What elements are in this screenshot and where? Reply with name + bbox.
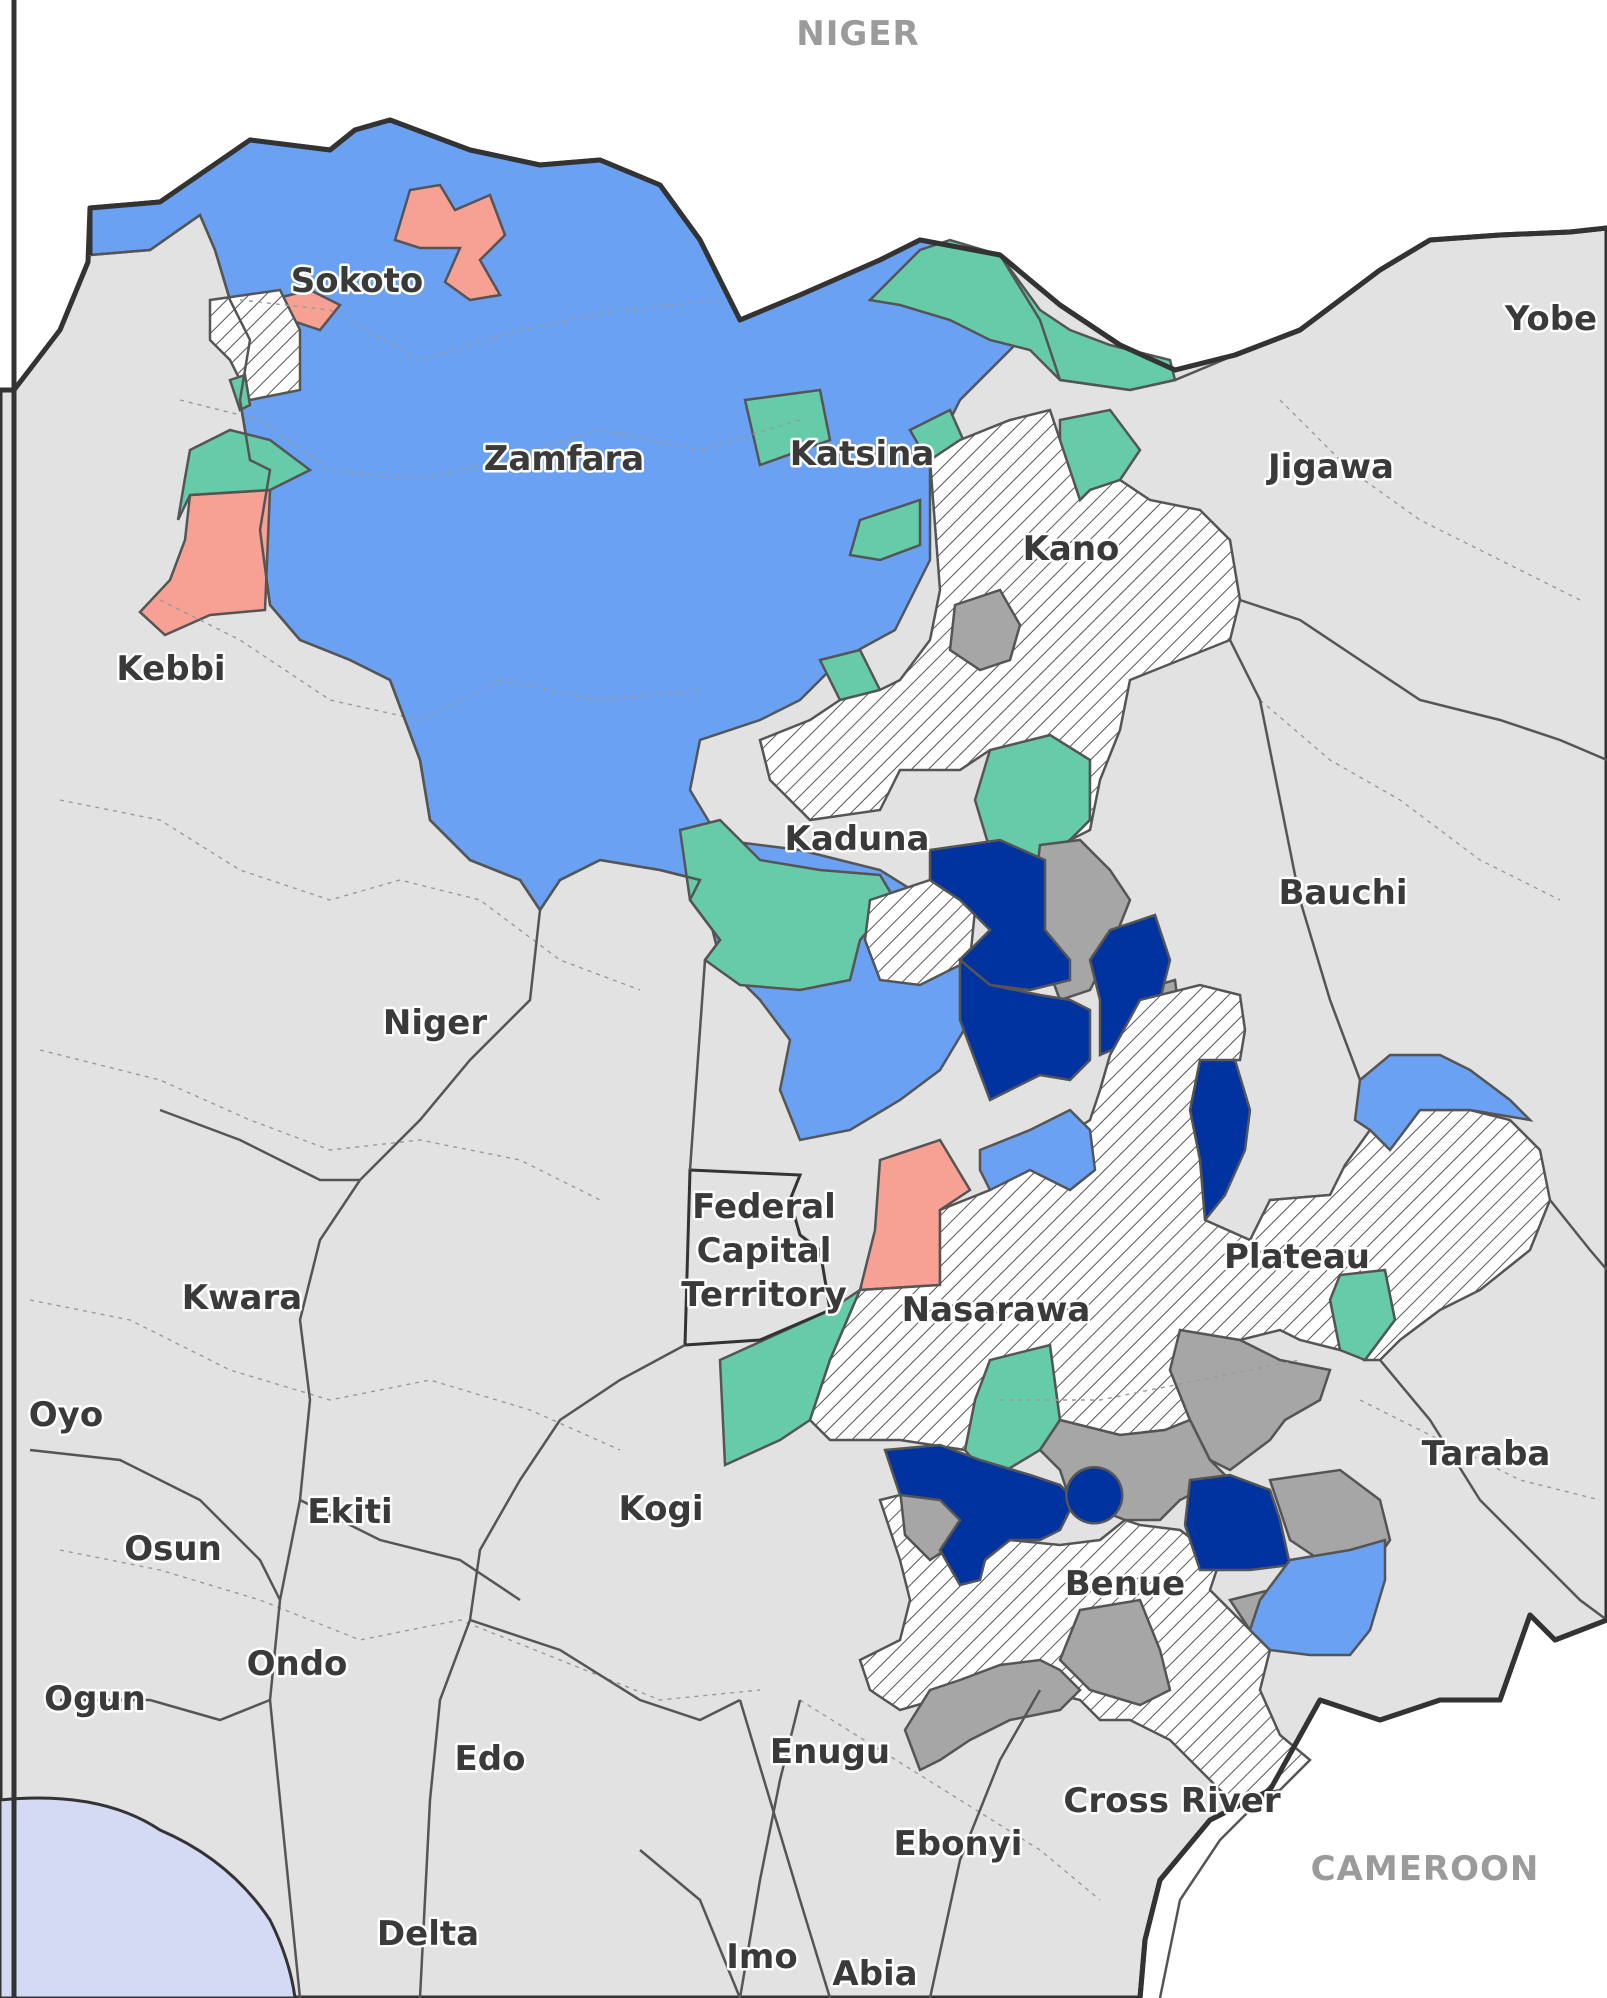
- state-label-plateau: Plateau: [1224, 1237, 1370, 1277]
- border-niger: [87, 117, 1607, 373]
- lga-boundaries: [29, 299, 1601, 1901]
- state-label-kwara: Kwara: [182, 1278, 302, 1318]
- region-hatched-sokoto: [208, 288, 302, 402]
- region-gray-benue-mid: [1058, 1598, 1172, 1707]
- region-light-blue-plateau: [1353, 1053, 1534, 1152]
- state-label-kaduna: Kaduna: [785, 819, 930, 859]
- region-gray-benue-south: [903, 1658, 1082, 1772]
- region-green-katsina-mid: [743, 388, 832, 467]
- region-salmon-kebbi: [138, 488, 272, 637]
- water-gulf: [0, 1796, 297, 1998]
- state-label-bauchi: Bauchi: [1278, 873, 1407, 913]
- state-label-ondo: Ondo: [247, 1644, 348, 1684]
- state-label-delta: Delta: [377, 1914, 479, 1954]
- region-gray-nasarawa: [1168, 1328, 1332, 1472]
- state-label-kano: Kano: [1023, 529, 1120, 569]
- region-dark-blue-benue-west: [883, 1443, 1077, 1587]
- region-gray-kano: [948, 588, 1022, 672]
- region-fct: [683, 1168, 832, 1347]
- state-label-cross-river: Cross River: [1063, 1781, 1280, 1821]
- state-label-osun: Osun: [124, 1529, 222, 1569]
- state-label-kogi: Kogi: [618, 1489, 703, 1529]
- region-salmon-sokoto: [393, 183, 507, 302]
- region-dark-blue-kaduna-b: [958, 957, 1092, 1102]
- state-label-taraba: Taraba: [1422, 1434, 1551, 1474]
- state-label-nasarawa: Nasarawa: [902, 1290, 1091, 1330]
- country-label-niger: NIGER: [796, 14, 919, 54]
- state-label-benue: Benue: [1065, 1564, 1185, 1604]
- state-label-ekiti: Ekiti: [307, 1492, 392, 1532]
- state-label-ebonyi: Ebonyi: [894, 1824, 1023, 1864]
- state-label-enugu: Enugu: [770, 1732, 890, 1772]
- state-label-niger: Niger: [383, 1003, 488, 1043]
- state-label-imo: Imo: [726, 1937, 797, 1977]
- border-cameroon: [1137, 1612, 1607, 1998]
- state-label-edo: Edo: [455, 1739, 526, 1779]
- state-label-yobe: Yobe: [1504, 299, 1597, 339]
- region-light-blue-kaduna-fct: [978, 1108, 1097, 1192]
- region-green-kebbi: [176, 428, 313, 521]
- region-hatched-plateau-nasarawa: [808, 983, 1552, 1452]
- state-label-fct-1: Federal: [692, 1187, 836, 1227]
- state-label-sokoto: Sokoto: [291, 261, 424, 301]
- state-label-ogun: Ogun: [44, 1679, 146, 1719]
- region-green-katsina-south: [848, 498, 922, 562]
- state-label-oyo: Oyo: [29, 1395, 103, 1435]
- country-label-cameroon: CAMEROON: [1311, 1849, 1540, 1889]
- state-label-katsina: Katsina: [790, 434, 935, 474]
- state-label-jigawa: Jigawa: [1266, 447, 1394, 487]
- state-label-kebbi: Kebbi: [116, 649, 225, 689]
- region-dark-blue-benue-circle: [1065, 1466, 1124, 1525]
- state-boundaries: [29, 213, 1607, 1998]
- state-label-zamfara: Zamfara: [484, 439, 644, 479]
- region-light-blue-benue: [1248, 1538, 1387, 1657]
- region-dark-blue-kaduna-a: [928, 838, 1072, 992]
- state-label-fct-2: Capital: [697, 1231, 832, 1271]
- state-label-abia: Abia: [832, 1954, 917, 1994]
- state-label-fct-3: Territory: [681, 1275, 846, 1315]
